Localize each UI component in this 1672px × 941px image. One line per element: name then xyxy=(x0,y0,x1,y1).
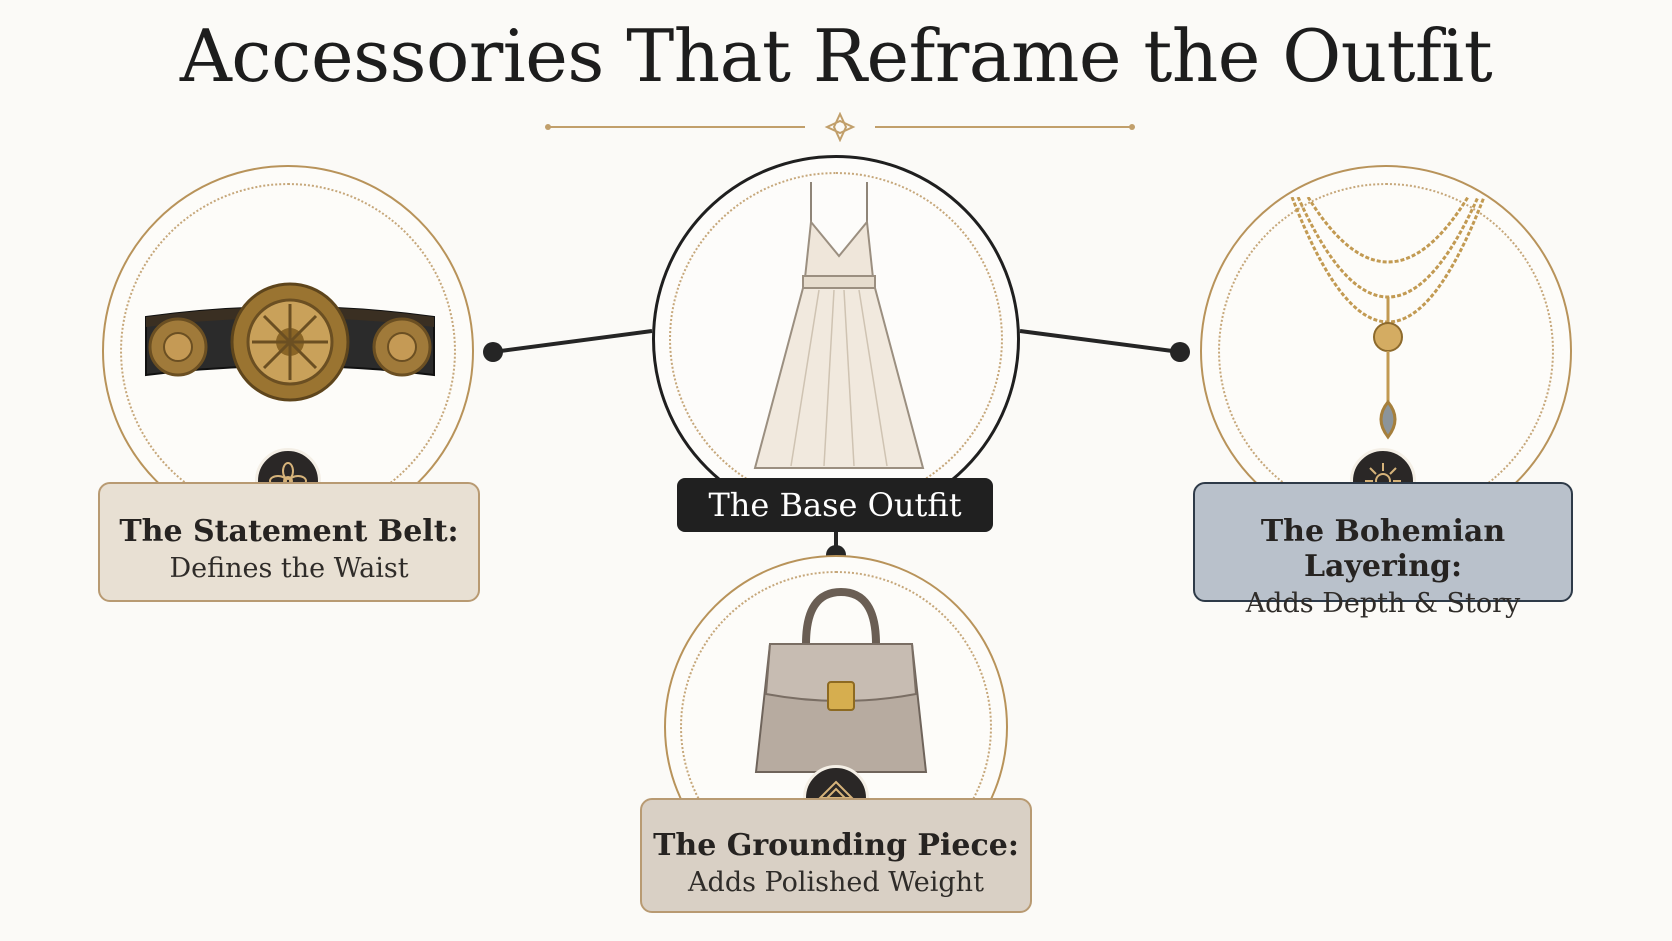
belt-label: The Statement Belt: Defines the Waist xyxy=(98,482,480,602)
necklace-illustration xyxy=(1290,197,1486,440)
base-outfit-label: The Base Outfit xyxy=(677,478,993,532)
dress-illustration xyxy=(753,182,925,469)
belt-illustration xyxy=(145,282,435,402)
handbag-illustration xyxy=(754,587,928,773)
necklace-title: The Bohemian Layering: xyxy=(1260,514,1506,584)
necklace-label: The Bohemian Layering: Adds Depth & Stor… xyxy=(1193,482,1573,619)
bag-subtitle: Adds Polished Weight xyxy=(688,867,984,898)
necklace-subtitle: Adds Depth & Story xyxy=(1245,588,1521,619)
bag-title: The Grounding Piece: xyxy=(653,828,1019,863)
bag-label: The Grounding Piece: Adds Polished Weigh… xyxy=(640,798,1032,913)
belt-subtitle: Defines the Waist xyxy=(169,553,409,584)
title-divider xyxy=(545,112,1135,142)
page-title: Accessories That Reframe the Outfit xyxy=(179,14,1493,98)
base-outfit-bubble xyxy=(652,155,1020,523)
belt-title: The Statement Belt: xyxy=(119,514,459,549)
